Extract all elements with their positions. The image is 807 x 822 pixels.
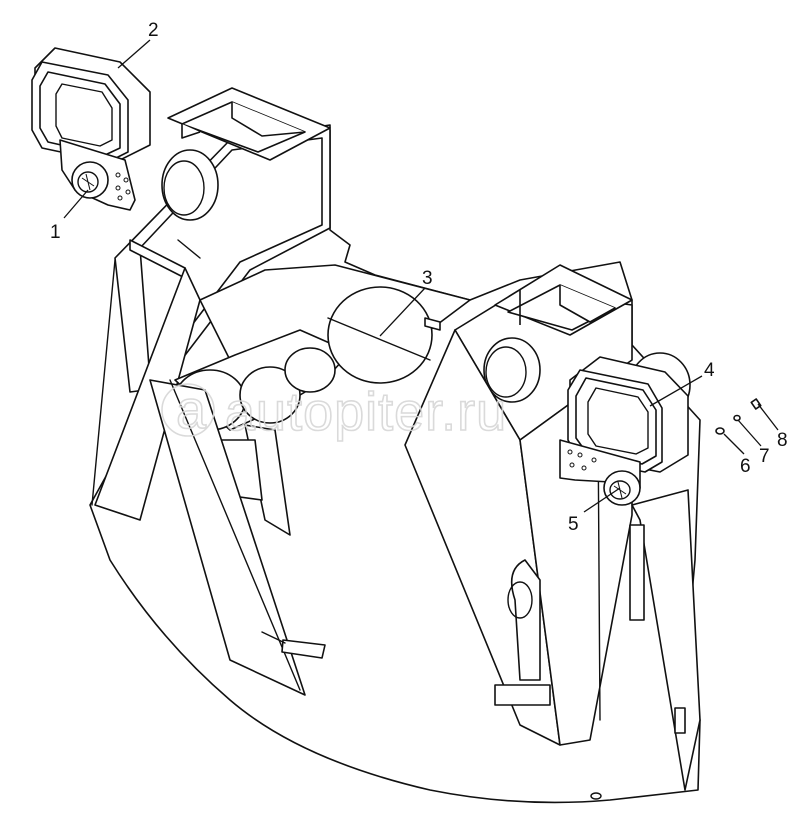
- watermark: a autopiter.ru: [161, 379, 507, 443]
- callout-3: 3: [422, 268, 433, 289]
- watermark-at-sign: a: [176, 380, 207, 440]
- callout-6: 6: [740, 456, 751, 477]
- leader-lines: [63, 39, 779, 513]
- right-work-light: [559, 356, 689, 489]
- left-work-light: [31, 47, 151, 211]
- callout-4: 4: [704, 360, 715, 381]
- callout-labels: 2 1 3 4 5 6 7 8: [50, 20, 788, 535]
- frame-body: [89, 87, 701, 804]
- fasteners: [715, 398, 762, 435]
- callout-1: 1: [50, 222, 61, 243]
- callout-5: 5: [568, 514, 579, 535]
- callout-2: 2: [148, 20, 159, 41]
- callout-8: 8: [777, 430, 788, 451]
- callout-7: 7: [759, 446, 770, 467]
- watermark-text: autopiter.ru: [225, 382, 507, 442]
- left-switch-part-1: [71, 161, 109, 199]
- right-switch-part-5: [603, 470, 641, 506]
